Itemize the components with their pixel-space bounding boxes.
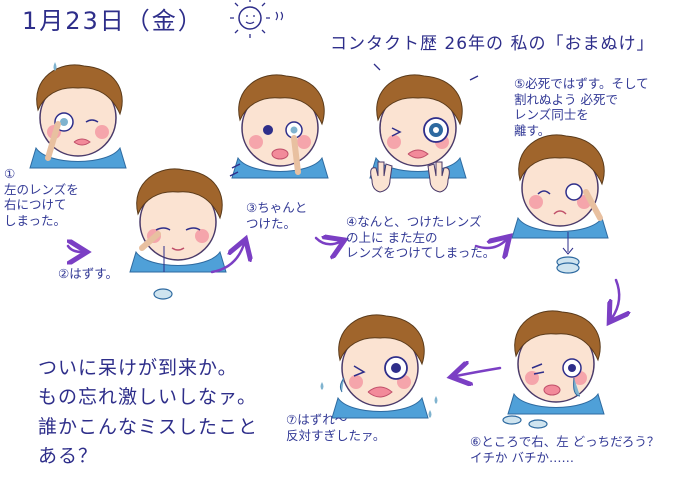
date-label: 1月23日（金） xyxy=(22,7,204,35)
caption-step6: ⑥ところで右、左 どっちだろう？ イチか バチか…… xyxy=(470,434,660,465)
panel-4-face xyxy=(369,74,467,179)
two-lenses-icon xyxy=(502,415,548,429)
panel-1-face xyxy=(29,64,127,169)
panel-3-face xyxy=(231,74,329,179)
caption-step5: ⑤必死ではずす。そして 割れぬよう 必死で レンズ同士を 離す。 xyxy=(514,76,649,138)
lens-icon xyxy=(153,288,173,300)
caption-step7: ⑦はずれ〜 反対すぎしたァ。 xyxy=(286,412,386,443)
lens-stack-icon xyxy=(556,232,580,274)
sun-icon xyxy=(230,0,284,38)
motion-lines-icon xyxy=(229,163,241,177)
sweat-drop-icon xyxy=(53,62,57,71)
panel-6-face xyxy=(507,310,605,415)
panel-5-face xyxy=(511,134,609,239)
caption-step2: ②はずす。 xyxy=(58,266,118,281)
closing-text: ついに呆けが到来か。 もの忘れ激しいしなァ。 誰かこんなミスしたこと ある？ xyxy=(38,357,259,468)
caption-step3: ③ちゃんと つけた。 xyxy=(246,200,308,231)
arrow-icon xyxy=(66,238,619,376)
caption-step4: ④なんと、つけたレンズ の上に また左の レンズをつけてしまった。 xyxy=(346,214,496,261)
hands-drawing xyxy=(370,63,479,193)
headline: コンタクト歴 26年の 私の「おまぬけ」 xyxy=(330,34,655,54)
tear-drops-icon xyxy=(320,382,438,418)
panel-2-face xyxy=(129,168,227,273)
panel-7-face xyxy=(331,314,429,419)
caption-step1: ① 左のレンズを 右につけて しまった。 xyxy=(4,166,79,228)
